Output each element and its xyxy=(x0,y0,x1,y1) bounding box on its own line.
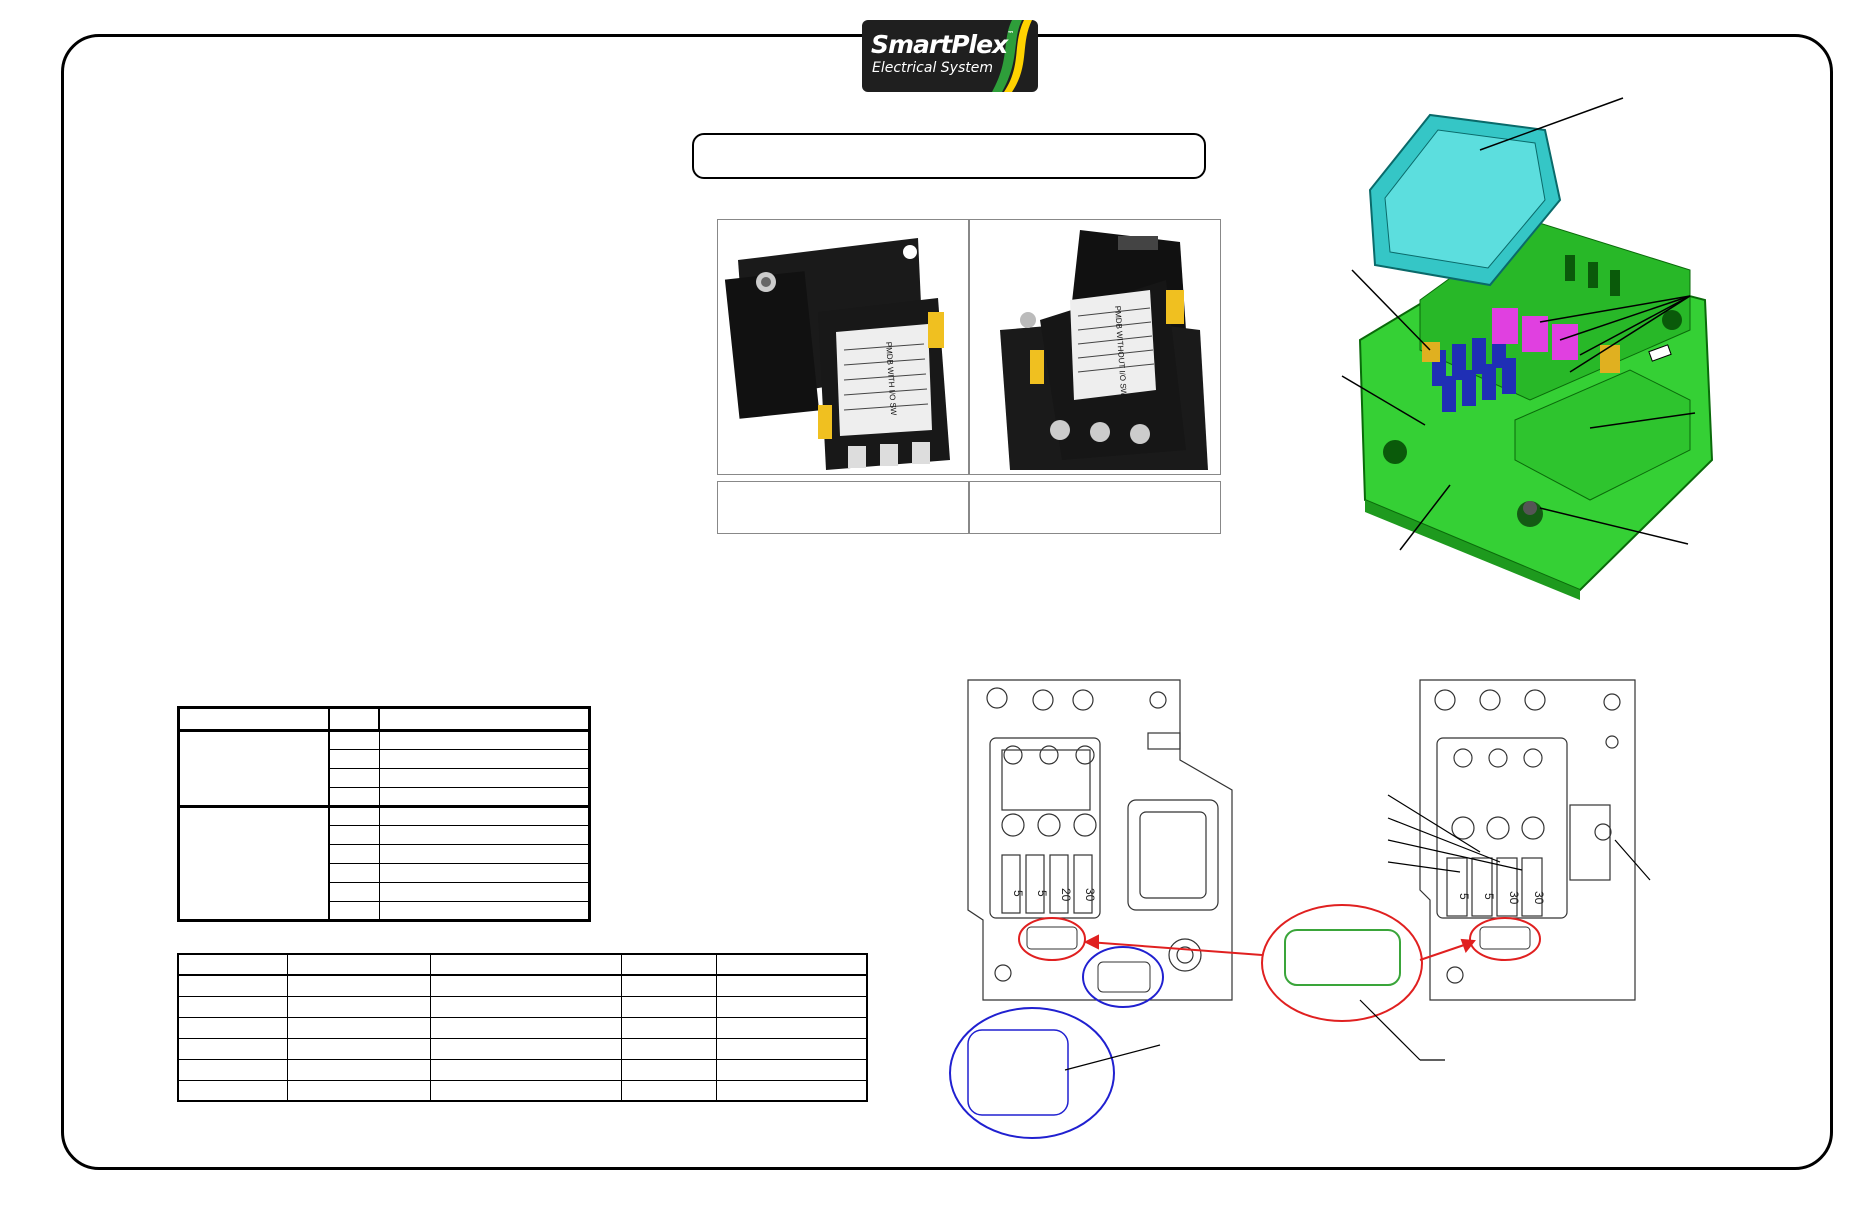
fuse-label-r4: 30 xyxy=(1532,891,1546,905)
photo-with-io-switch: PMDB WITH I/O SW xyxy=(717,219,969,475)
connector-highlight-blue xyxy=(1082,946,1164,1008)
arrow-icon xyxy=(1064,794,1651,1071)
pmdb-without-switch-image: PMDB WITHOUT I/O SW xyxy=(1000,230,1208,470)
photo-caption-left xyxy=(717,481,969,534)
fuse-label-l3: 20 xyxy=(1059,888,1073,902)
fuse-label-l1: 5 xyxy=(1011,890,1025,897)
logo-subtitle: Electrical System xyxy=(872,60,994,76)
circuit-table xyxy=(177,953,868,1102)
fuse-label-r2: 5 xyxy=(1482,893,1496,900)
title-box xyxy=(692,133,1206,179)
connector-zoom-blue xyxy=(949,1007,1115,1139)
pinout-table xyxy=(177,706,591,922)
fuse-label-r3: 30 xyxy=(1507,891,1521,905)
fuse-label-l4: 30 xyxy=(1083,888,1097,902)
connector-zoom-red xyxy=(1261,904,1423,1022)
photo-without-io-switch: PMDB WITHOUT I/O SW xyxy=(969,219,1221,475)
fuse-label-l2: 5 xyxy=(1035,890,1049,897)
arrow-icon xyxy=(1083,934,1476,961)
logo-stripe-icon xyxy=(992,20,1032,92)
fuse-label-r1: 5 xyxy=(1457,893,1471,900)
connector-highlight-red-right xyxy=(1469,917,1541,961)
smartplex-logo: SmartPlex™ Electrical System xyxy=(862,20,1038,92)
logo-trademark: ™ xyxy=(1007,30,1014,38)
logo-title: SmartPlex xyxy=(871,30,1008,59)
photo-caption-right xyxy=(969,481,1221,534)
pmdb-with-switch-image: PMDB WITH I/O SW xyxy=(724,238,950,470)
connector-icon xyxy=(967,926,1531,1116)
product-photos: PMDB WITH I/O SW PMDB WITHOUT I/O SW xyxy=(717,219,1221,534)
connector-highlight-red xyxy=(1018,917,1086,961)
